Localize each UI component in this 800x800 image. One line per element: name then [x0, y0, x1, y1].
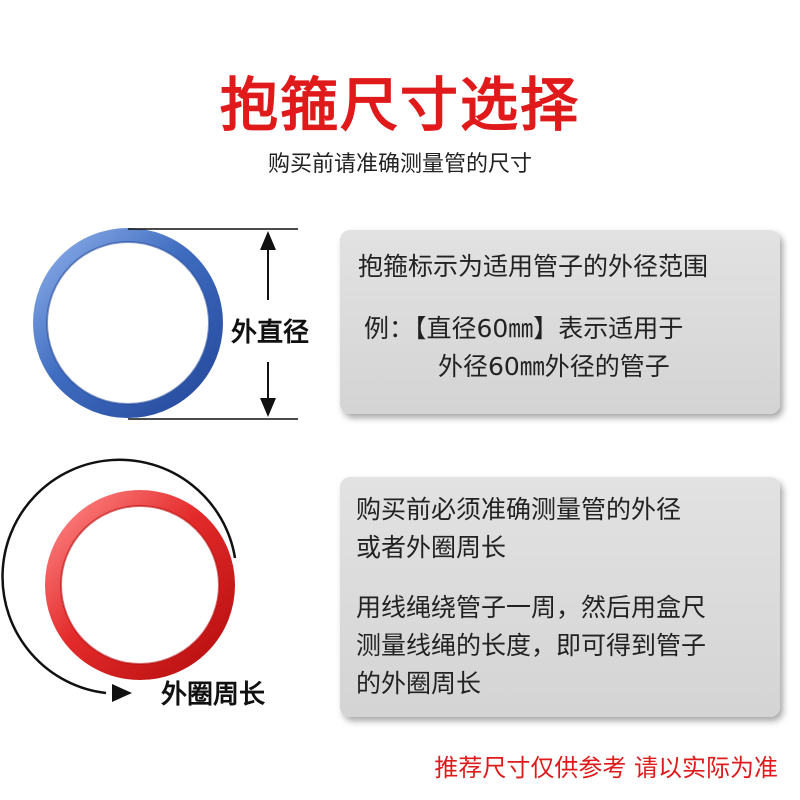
blue-pipe-ring-icon: [33, 228, 223, 418]
red-pipe-ring-icon: [45, 490, 235, 680]
diameter-arrow-up-icon: [260, 231, 276, 300]
panel-line: 购买前必须准确测量管的外径: [356, 495, 682, 524]
page-subtitle: 购买前请准确测量管的尺寸: [267, 152, 532, 177]
panel-line: 或者外圈周长: [356, 533, 507, 562]
panel-line: 抱箍标示为适用管子的外径范围: [358, 252, 709, 281]
footer-disclaimer: 推荐尺寸仅供参考 请以实际为准: [434, 754, 778, 782]
panel-line: 用线绳绕管子一周，然后用盒尺: [356, 593, 707, 622]
panel-line: 的外圈周长: [356, 669, 482, 698]
panel-line: 测量线绳的长度，即可得到管子: [356, 631, 707, 660]
outer-diameter-label: 外直径: [231, 318, 310, 348]
circumference-arrow-icon: [1, 458, 237, 702]
circumference-info-panel: 购买前必须准确测量管的外径 或者外圈周长 用线绳绕管子一周，然后用盒尺 测量线绳…: [340, 477, 780, 717]
diameter-info-panel: 抱箍标示为适用管子的外径范围 例：【直径60㎜】表示适用于 外径60㎜外径的管子: [340, 230, 780, 414]
page-title: 抱箍尺寸选择: [219, 71, 580, 139]
panel-line: 外径60㎜外径的管子: [438, 352, 670, 381]
panel-line: 例：【直径60㎜】表示适用于: [364, 314, 684, 343]
diameter-arrow-down-icon: [260, 362, 276, 417]
circumference-label: 外圈周长: [161, 680, 266, 710]
